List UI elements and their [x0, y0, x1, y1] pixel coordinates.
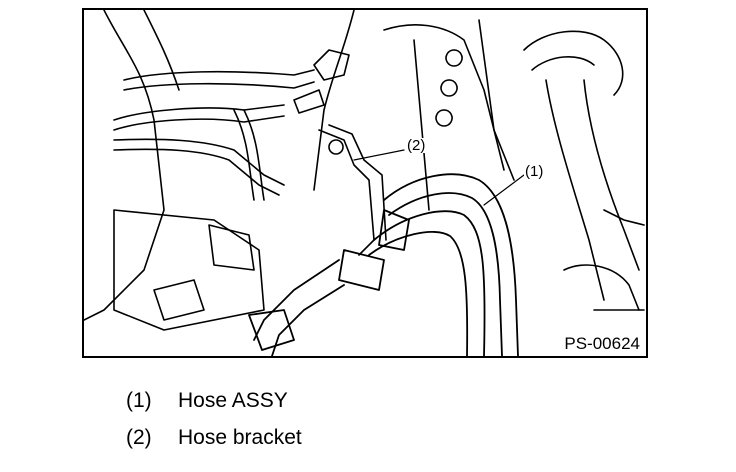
electrical-connector	[113, 209, 265, 331]
legend-item-2: (2) Hose bracket	[126, 427, 302, 448]
legend-item-1: (1) Hose ASSY	[126, 390, 288, 411]
legend-number: (2)	[126, 426, 152, 449]
large-hose-right	[523, 30, 645, 311]
callout-leaders	[353, 149, 525, 206]
hose-assembly	[248, 173, 519, 356]
engine-bay-illustration	[84, 10, 645, 356]
legend-number: (1)	[126, 389, 152, 412]
legend-text: Hose bracket	[178, 426, 302, 449]
callout-2: (2)	[406, 137, 427, 154]
diagram-figure: (2) (1) PS-00624	[82, 8, 648, 358]
hose-bracket	[318, 124, 387, 256]
brake-pipes	[113, 49, 350, 201]
figure-code: PS-00624	[564, 334, 640, 353]
engine-block-lines	[84, 10, 515, 321]
legend-text: Hose ASSY	[178, 389, 288, 412]
callout-1: (1)	[524, 163, 545, 180]
